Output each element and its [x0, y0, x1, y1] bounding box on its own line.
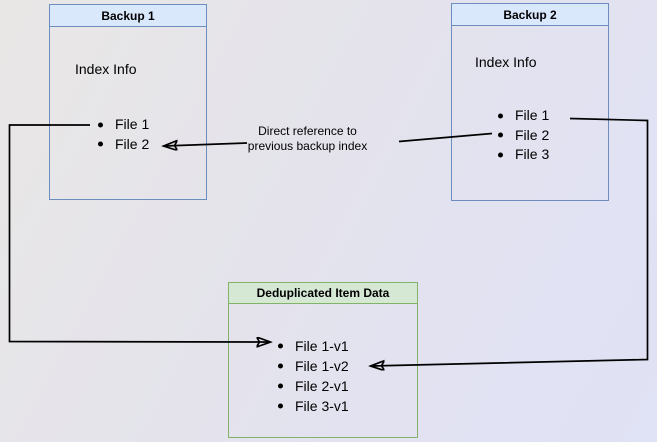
file-list-item: File 2	[498, 126, 549, 146]
direct-reference-edge-label: Direct reference to previous backup inde…	[247, 124, 368, 153]
file-list-item: File 1-v2	[278, 356, 349, 376]
file-list-item: File 3	[498, 145, 549, 165]
file-list-item: File 1	[98, 115, 149, 135]
backup2-index-info-label: Index Info	[475, 54, 537, 70]
backup1-node: Backup 1	[49, 4, 207, 200]
file-list-item: File 1-v1	[278, 336, 349, 356]
file-list-item: File 3-v1	[278, 396, 349, 416]
file-list-item: File 2	[98, 135, 149, 155]
backup1-index-info-label: Index Info	[75, 61, 137, 77]
backup2-node: Backup 2	[451, 3, 609, 201]
dedup-title: Deduplicated Item Data	[229, 283, 417, 304]
backup1-title: Backup 1	[50, 5, 206, 27]
backup2-title: Backup 2	[452, 4, 608, 26]
dedup-node: Deduplicated Item Data	[228, 282, 418, 438]
file-list-item: File 1	[498, 106, 549, 126]
file-list-item: File 2-v1	[278, 376, 349, 396]
